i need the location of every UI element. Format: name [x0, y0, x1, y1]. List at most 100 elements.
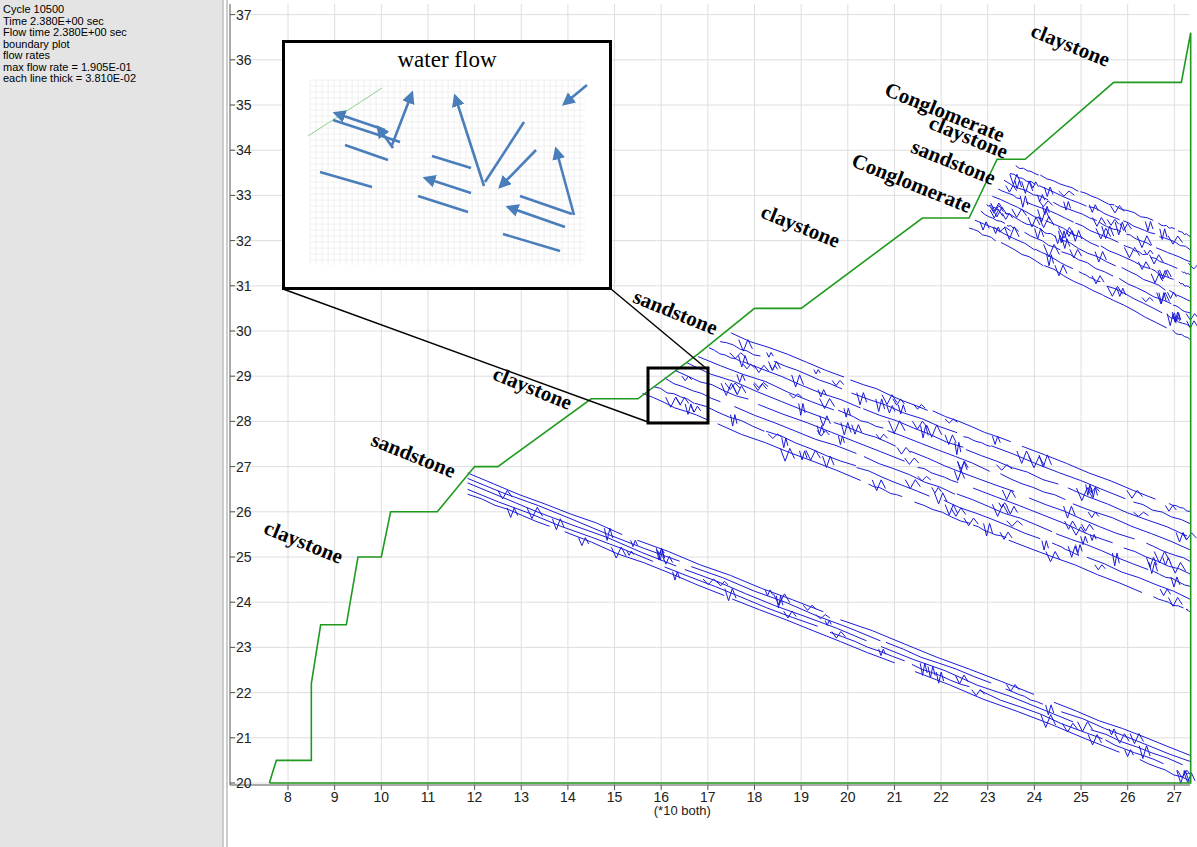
- flow-zigzag: [703, 579, 719, 585]
- flow-zigzag: [1170, 562, 1186, 573]
- flow-zigzag: [852, 425, 862, 435]
- flow-line: [991, 446, 1125, 499]
- flow-zigzag: [820, 416, 831, 426]
- tick-mark: [230, 240, 235, 241]
- flow-zigzag: [945, 435, 956, 445]
- flow-zigzag: [1064, 506, 1076, 518]
- flow-line: [468, 478, 680, 561]
- flow-zigzag: [737, 374, 745, 382]
- flow-zigzag: [1090, 534, 1096, 540]
- flow-zigzag: [1154, 551, 1169, 563]
- tick-mark: [230, 602, 235, 603]
- tick-mark: [230, 331, 235, 332]
- flow-zigzag: [1095, 565, 1106, 570]
- flow-line: [731, 333, 844, 377]
- flow-line: [1061, 252, 1113, 276]
- flow-line: [1158, 223, 1175, 229]
- flow-zigzag: [898, 405, 905, 414]
- flow-zigzag: [1149, 562, 1158, 573]
- info-text: max flow rate = 1.905E-01: [3, 61, 132, 73]
- flow-line: [981, 211, 1005, 223]
- flow-line: [840, 620, 1034, 695]
- flow-line: [691, 567, 880, 641]
- flow-zigzag: [872, 480, 885, 491]
- flow-zigzag: [932, 487, 942, 493]
- flow-line: [1073, 504, 1191, 550]
- flow-zigzag: [993, 227, 1001, 233]
- flow-line: [1178, 231, 1191, 237]
- flow-line: [734, 407, 856, 454]
- flow-zigzag: [936, 672, 943, 683]
- info-text: Flow time 2.380E+00 sec: [3, 26, 127, 38]
- flow-zigzag: [1039, 201, 1053, 207]
- tick-label: 34: [236, 142, 252, 158]
- flow-zigzag: [552, 519, 564, 530]
- flow-zigzag: [1081, 536, 1088, 544]
- inset-title: water flow: [285, 47, 609, 73]
- flow-zigzag: [784, 611, 797, 618]
- flow-zigzag: [1144, 250, 1153, 255]
- flow-zigzag: [656, 549, 664, 554]
- flow-arrow: [503, 234, 560, 251]
- grid-line: [1034, 4, 1035, 785]
- grid-line: [754, 4, 755, 785]
- flow-zigzag: [817, 426, 824, 435]
- flow-line: [1122, 267, 1166, 290]
- tick-label: 23: [236, 639, 252, 655]
- flow-zigzag: [928, 666, 935, 677]
- leader-line: [283, 289, 648, 422]
- tick-label: 15: [607, 789, 623, 805]
- flow-zigzag: [1110, 206, 1124, 213]
- flow-zigzag: [989, 205, 1003, 213]
- info-text: Cycle 10500: [3, 3, 64, 15]
- flow-line: [868, 484, 902, 497]
- flow-zigzag: [1112, 553, 1119, 566]
- flow-zigzag: [1064, 202, 1071, 211]
- tick-label: 30: [236, 323, 252, 339]
- flow-zigzag: [992, 436, 1000, 444]
- flow-zigzag: [1070, 249, 1082, 257]
- flow-line: [863, 409, 963, 448]
- flow-line: [851, 393, 957, 433]
- tick-label: 14: [560, 789, 576, 805]
- flow-zigzag: [914, 404, 925, 409]
- flow-zigzag: [730, 353, 746, 359]
- flow-line: [918, 467, 959, 482]
- flow-line: [1091, 730, 1183, 765]
- flow-line: [695, 403, 765, 431]
- layer-label: claystone: [489, 361, 575, 415]
- tick-mark: [230, 376, 235, 377]
- tick-label: 36: [236, 52, 252, 68]
- flow-zigzag: [954, 471, 964, 481]
- tick-label: 27: [1167, 789, 1183, 805]
- flow-line: [1124, 548, 1191, 574]
- flow-line: [665, 378, 721, 402]
- flow-line: [1080, 192, 1114, 205]
- flow-line: [1169, 504, 1191, 512]
- flow-zigzag: [980, 222, 989, 230]
- flow-line: [830, 632, 905, 661]
- flow-zigzag: [1137, 236, 1152, 248]
- flow-line: [743, 362, 861, 408]
- flow-zigzag: [1002, 490, 1015, 500]
- flow-zigzag: [631, 540, 638, 546]
- flow-line: [1039, 186, 1087, 207]
- flow-line: [969, 228, 996, 241]
- flow-zigzag: [957, 461, 968, 469]
- flow-zigzag: [1188, 263, 1197, 269]
- flow-zigzag: [841, 422, 851, 435]
- flow-zigzag: [765, 590, 772, 596]
- flow-zigzag: [1044, 187, 1053, 196]
- flow-line: [857, 468, 930, 497]
- tick-mark: [230, 511, 235, 512]
- flow-arrow: [500, 150, 536, 187]
- flow-zigzag: [1086, 485, 1092, 496]
- flow-arrow: [432, 156, 471, 168]
- flow-zigzag: [789, 394, 802, 398]
- flow-line: [1159, 237, 1190, 250]
- flow-zigzag: [1062, 723, 1078, 732]
- tick-mark: [230, 285, 235, 286]
- tick-mark: [230, 421, 235, 422]
- flow-line: [998, 189, 1020, 199]
- flow-arrow: [485, 122, 524, 182]
